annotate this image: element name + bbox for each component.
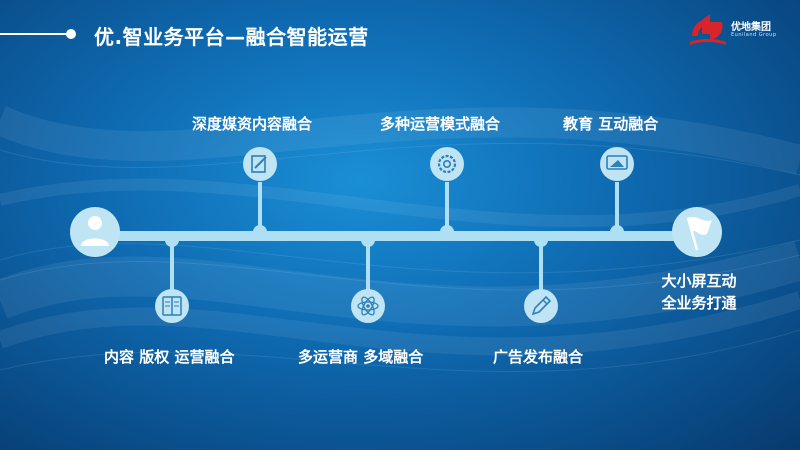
pencil-icon — [524, 289, 558, 323]
milestone-label-copyright: 内容 版权 运营融合 — [104, 348, 235, 366]
bottom-connectors — [165, 233, 548, 290]
end-label-line1: 大小屏互动 — [661, 272, 737, 290]
logo-mark-icon — [690, 14, 726, 45]
edit-document-icon — [243, 147, 277, 181]
flag-icon — [672, 207, 722, 257]
milestone-label-education: 教育 互动融合 — [563, 115, 659, 133]
end-label: 大小屏互动 全业务打通 — [659, 270, 739, 314]
gear-icon — [430, 147, 464, 181]
header-dot — [66, 29, 76, 39]
page-title: 优.智业务平台—融合智能运营 — [94, 25, 369, 49]
atom-icon — [351, 289, 385, 323]
milestone-label-advertising: 广告发布融合 — [493, 348, 584, 366]
company-logo: 优地集团 Euniland Group — [688, 12, 796, 48]
logo-name: 优地集团 — [731, 22, 771, 33]
logo-subtitle: Euniland Group — [731, 32, 777, 38]
milestone-label-operation-modes: 多种运营模式融合 — [380, 115, 501, 133]
top-connectors — [253, 182, 624, 239]
book-icon — [155, 289, 189, 323]
milestone-label-multi-operator: 多运营商 多域融合 — [298, 348, 424, 366]
screen-icon — [600, 147, 634, 181]
timeline-bar — [95, 231, 700, 241]
end-label-line2: 全业务打通 — [661, 294, 737, 312]
user-icon — [70, 207, 120, 257]
header-rule — [0, 33, 70, 35]
milestone-label-media-content: 深度媒资内容融合 — [192, 115, 313, 133]
